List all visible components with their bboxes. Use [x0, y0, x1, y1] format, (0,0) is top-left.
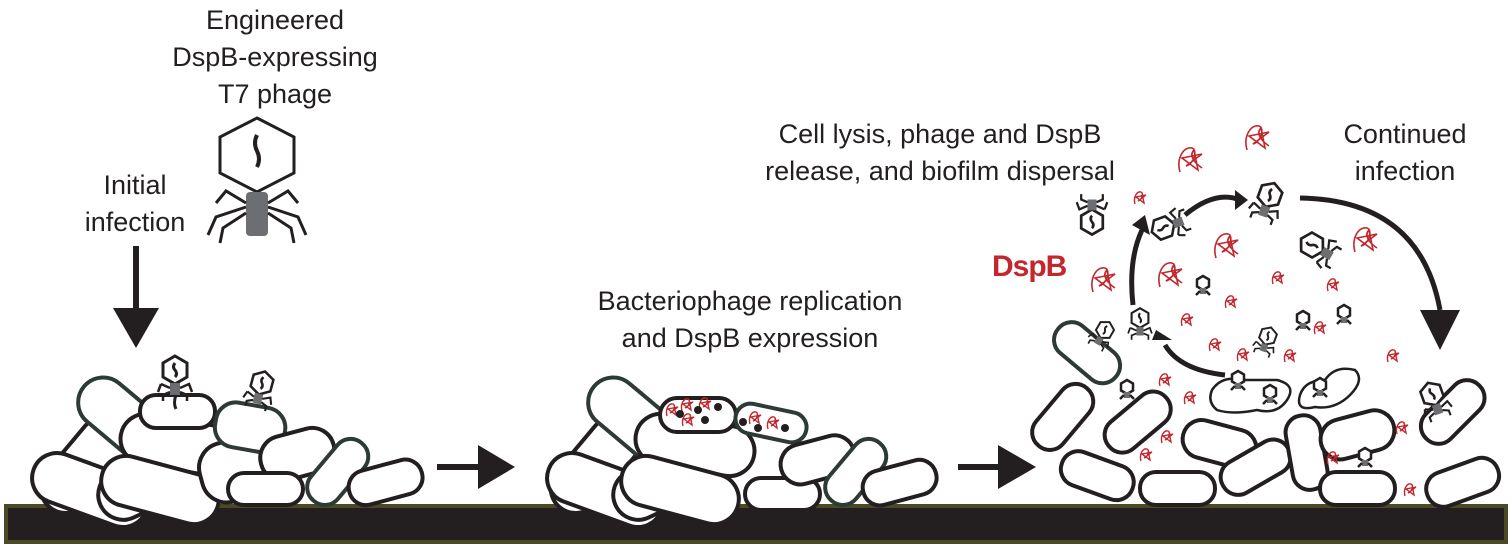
label-line: Engineered — [205, 5, 345, 35]
phage-icon — [1127, 307, 1153, 341]
phage-icon — [1244, 176, 1291, 228]
engineered-phage-label: Engineered DspB-expressing T7 phage — [150, 2, 400, 113]
label-line: Initial — [103, 170, 167, 200]
label-line: Bacteriophage replication — [597, 286, 903, 316]
replication-label: Bacteriophage replication and DspB expre… — [550, 283, 950, 357]
lysed-cell — [1297, 367, 1361, 410]
continued-infection-label: Continued infection — [1320, 116, 1490, 190]
stage-arrow-1 — [437, 445, 515, 489]
label-line: infection — [1354, 156, 1456, 186]
label-line: T7 phage — [217, 79, 333, 109]
phage-icon — [1249, 322, 1283, 360]
lysis-label: Cell lysis, phage and DspB release, and … — [720, 116, 1160, 190]
surface-substrate — [4, 504, 1508, 544]
engineered-t7-phage-icon — [206, 116, 308, 244]
label-line: Continued — [1343, 119, 1467, 149]
phage-attached-icon — [156, 354, 194, 403]
label-line: release, and biofilm dispersal — [765, 156, 1115, 186]
label-line: and DspB expression — [621, 323, 879, 353]
lysed-cell — [1209, 377, 1292, 414]
label-line: Cell lysis, phage and DspB — [778, 119, 1102, 149]
biofilm-stage-2 — [545, 375, 939, 529]
infected-cell — [658, 396, 738, 434]
initial-infection-label: Initial infection — [60, 167, 210, 241]
phage-icon — [1292, 224, 1346, 274]
label-line: DspB-expressing — [172, 42, 378, 72]
stage-arrow-2 — [958, 445, 1036, 489]
biofilm-stage-3 — [1030, 320, 1502, 509]
dspb-label: DspB — [992, 250, 1067, 283]
phage-icon — [1075, 192, 1109, 236]
biofilm-stage-1 — [30, 354, 425, 529]
initial-infection-arrow — [113, 246, 159, 348]
label-line: infection — [84, 207, 186, 237]
